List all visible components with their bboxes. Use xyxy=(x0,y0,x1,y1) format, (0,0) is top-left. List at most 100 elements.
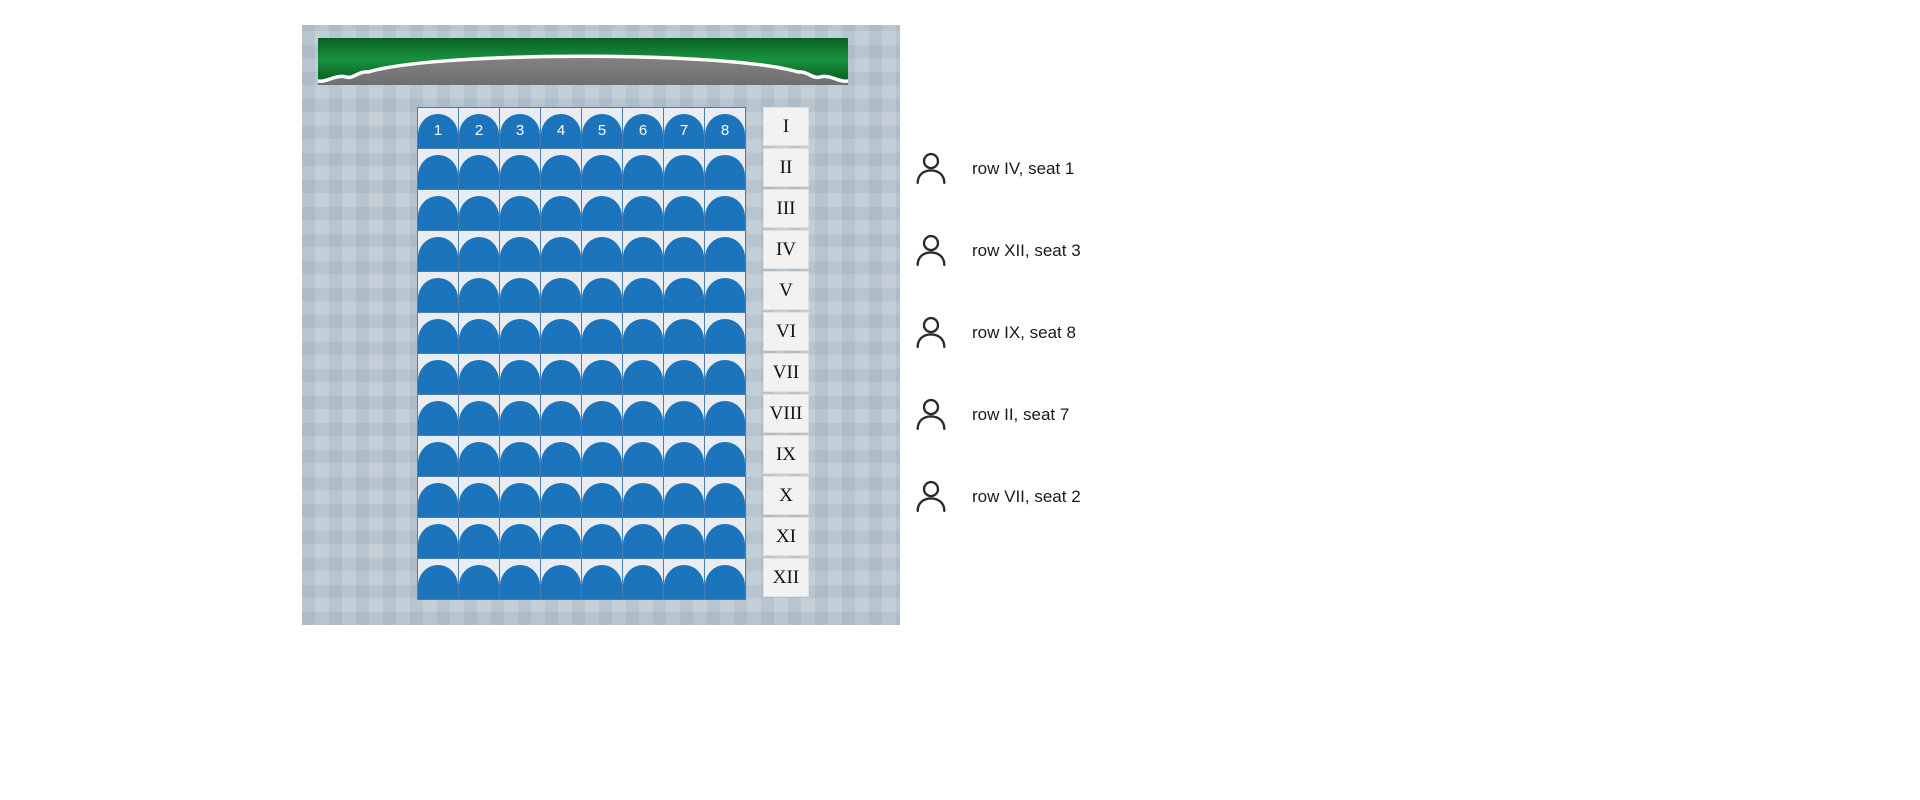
seat[interactable]: 4 xyxy=(541,108,582,149)
seat[interactable]: 6 xyxy=(623,108,664,149)
seat[interactable] xyxy=(500,272,541,313)
seat[interactable]: 7 xyxy=(664,108,705,149)
seat[interactable] xyxy=(541,313,582,354)
seat[interactable] xyxy=(541,559,582,600)
seat[interactable] xyxy=(664,518,705,559)
seat[interactable]: 2 xyxy=(459,108,500,149)
seat-number: 7 xyxy=(679,121,689,139)
seat[interactable] xyxy=(582,559,623,600)
seat[interactable] xyxy=(623,477,664,518)
seat[interactable] xyxy=(705,313,746,354)
seat[interactable]: 8 xyxy=(705,108,746,149)
seat[interactable] xyxy=(582,149,623,190)
seat[interactable] xyxy=(664,231,705,272)
seat[interactable] xyxy=(582,477,623,518)
seat[interactable] xyxy=(705,436,746,477)
seat[interactable] xyxy=(459,477,500,518)
seat[interactable] xyxy=(459,190,500,231)
seat[interactable] xyxy=(705,231,746,272)
seat[interactable] xyxy=(418,149,459,190)
seat[interactable] xyxy=(664,559,705,600)
seat[interactable] xyxy=(705,477,746,518)
seat-number: 5 xyxy=(597,121,607,139)
seat[interactable] xyxy=(418,231,459,272)
seat[interactable] xyxy=(459,559,500,600)
seat[interactable] xyxy=(459,149,500,190)
seat[interactable] xyxy=(664,190,705,231)
seat[interactable] xyxy=(418,272,459,313)
seat[interactable] xyxy=(623,436,664,477)
seat[interactable] xyxy=(664,272,705,313)
seat[interactable] xyxy=(623,272,664,313)
seat[interactable] xyxy=(500,477,541,518)
seat[interactable] xyxy=(582,190,623,231)
seat[interactable] xyxy=(582,354,623,395)
seat[interactable] xyxy=(623,190,664,231)
seat[interactable] xyxy=(500,354,541,395)
seat[interactable] xyxy=(500,149,541,190)
seat[interactable] xyxy=(623,395,664,436)
seat[interactable] xyxy=(418,477,459,518)
seat[interactable] xyxy=(582,272,623,313)
seat[interactable] xyxy=(459,395,500,436)
seat[interactable] xyxy=(664,395,705,436)
seat[interactable] xyxy=(582,518,623,559)
seat[interactable] xyxy=(541,149,582,190)
seat[interactable]: 3 xyxy=(500,108,541,149)
legend-item: row IX, seat 8 xyxy=(912,314,1081,352)
seat[interactable] xyxy=(623,354,664,395)
seat[interactable] xyxy=(418,395,459,436)
seat[interactable] xyxy=(582,231,623,272)
seat[interactable] xyxy=(500,395,541,436)
seat[interactable] xyxy=(664,313,705,354)
seat[interactable] xyxy=(705,518,746,559)
legend-label: row VII, seat 2 xyxy=(972,487,1081,506)
seat[interactable] xyxy=(418,190,459,231)
seat[interactable] xyxy=(541,272,582,313)
seat[interactable] xyxy=(623,559,664,600)
seat[interactable] xyxy=(541,477,582,518)
seat[interactable] xyxy=(664,477,705,518)
seat[interactable] xyxy=(459,313,500,354)
seat[interactable] xyxy=(541,231,582,272)
seat[interactable] xyxy=(705,149,746,190)
seat[interactable] xyxy=(459,272,500,313)
seat[interactable] xyxy=(418,313,459,354)
seat[interactable] xyxy=(500,231,541,272)
seat[interactable] xyxy=(664,436,705,477)
seat[interactable] xyxy=(459,518,500,559)
seat[interactable] xyxy=(500,518,541,559)
seat[interactable] xyxy=(500,559,541,600)
seat[interactable] xyxy=(500,436,541,477)
seat[interactable]: 5 xyxy=(582,108,623,149)
seat[interactable] xyxy=(418,559,459,600)
seat[interactable] xyxy=(705,395,746,436)
seat[interactable] xyxy=(459,354,500,395)
seat[interactable] xyxy=(705,190,746,231)
seat[interactable] xyxy=(623,231,664,272)
seat[interactable] xyxy=(500,190,541,231)
seat[interactable] xyxy=(623,149,664,190)
seat[interactable] xyxy=(418,354,459,395)
seat[interactable] xyxy=(705,559,746,600)
seat[interactable] xyxy=(623,313,664,354)
seat[interactable] xyxy=(459,436,500,477)
seat[interactable] xyxy=(582,436,623,477)
seat[interactable] xyxy=(664,354,705,395)
seat[interactable] xyxy=(541,518,582,559)
seat[interactable] xyxy=(459,231,500,272)
seat[interactable] xyxy=(623,518,664,559)
seat[interactable] xyxy=(541,395,582,436)
seat[interactable] xyxy=(705,272,746,313)
seat[interactable] xyxy=(418,436,459,477)
seat[interactable] xyxy=(541,354,582,395)
seat[interactable] xyxy=(541,190,582,231)
seat[interactable] xyxy=(582,313,623,354)
seat[interactable] xyxy=(664,149,705,190)
seat[interactable] xyxy=(541,436,582,477)
seat[interactable] xyxy=(705,354,746,395)
seat[interactable] xyxy=(582,395,623,436)
seat[interactable] xyxy=(418,518,459,559)
seat[interactable] xyxy=(500,313,541,354)
seat[interactable]: 1 xyxy=(418,108,459,149)
